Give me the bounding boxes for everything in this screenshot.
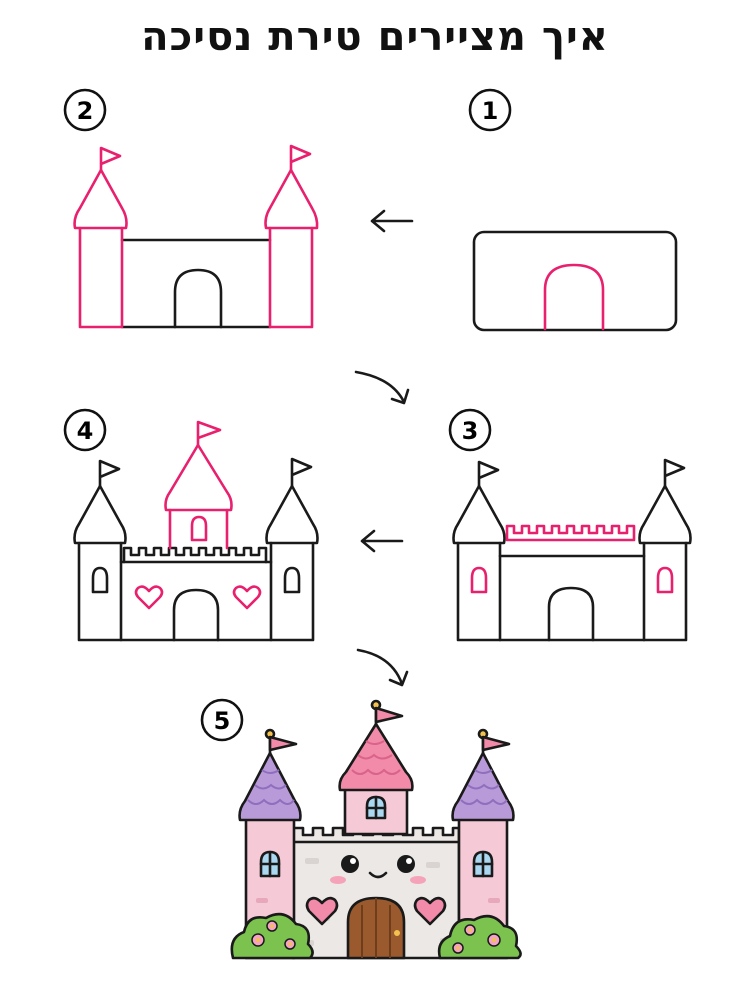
step-number-2: 2 [77, 97, 94, 125]
center-tower [338, 699, 414, 836]
step-badge-2: 2 [63, 88, 107, 132]
left-tower [452, 460, 506, 642]
gate-arch [173, 268, 223, 329]
castle-face [330, 855, 426, 884]
step-number-1: 1 [482, 97, 499, 125]
battlements [122, 546, 268, 564]
heart-icon [305, 896, 339, 926]
flower-icon [452, 942, 464, 954]
arrow-left-icon [360, 529, 404, 553]
tower-window [470, 566, 488, 594]
flower-icon [251, 933, 265, 947]
left-tower [73, 146, 128, 329]
step-badge-4: 4 [63, 408, 107, 452]
right-tower [638, 458, 692, 642]
page-title: איך מציירים טירת נסיכה [141, 14, 609, 60]
heart-icon [134, 585, 164, 610]
castle-wall-outline [472, 230, 678, 332]
step-1-drawing [472, 230, 678, 332]
arrow-curved-down-right-icon [354, 370, 410, 405]
step-number-3: 3 [462, 417, 479, 445]
gate-arch [547, 586, 595, 642]
right-bush [437, 914, 522, 960]
battlements [505, 524, 636, 542]
heart-icon [232, 585, 262, 610]
step-2-drawing [73, 144, 319, 329]
step-badge-1: 1 [468, 88, 512, 132]
flower-icon [487, 933, 501, 947]
flag [481, 735, 511, 752]
right-tower [264, 144, 319, 329]
left-bush [230, 912, 314, 960]
gate-arch [543, 263, 605, 331]
right-tower [265, 457, 319, 642]
tower-window [656, 566, 674, 594]
flower-icon [284, 938, 296, 950]
arrow-left-icon [370, 209, 414, 233]
step-number-4: 4 [77, 417, 94, 445]
center-tower [164, 420, 233, 550]
gate-arch [172, 588, 220, 642]
step-badge-5: 5 [200, 698, 244, 742]
step-number-5: 5 [214, 707, 231, 735]
step-badge-3: 3 [448, 408, 492, 452]
flower-icon [464, 924, 476, 936]
arrow-curved-down-right-icon [356, 648, 409, 687]
flag [268, 735, 298, 752]
flag [374, 706, 404, 724]
door [346, 896, 406, 960]
flower-icon [266, 920, 278, 932]
heart-icon [413, 896, 447, 926]
step-4-drawing [73, 420, 319, 642]
left-tower [73, 459, 127, 642]
step-3-drawing [452, 458, 692, 642]
step-5-drawing [230, 699, 522, 960]
